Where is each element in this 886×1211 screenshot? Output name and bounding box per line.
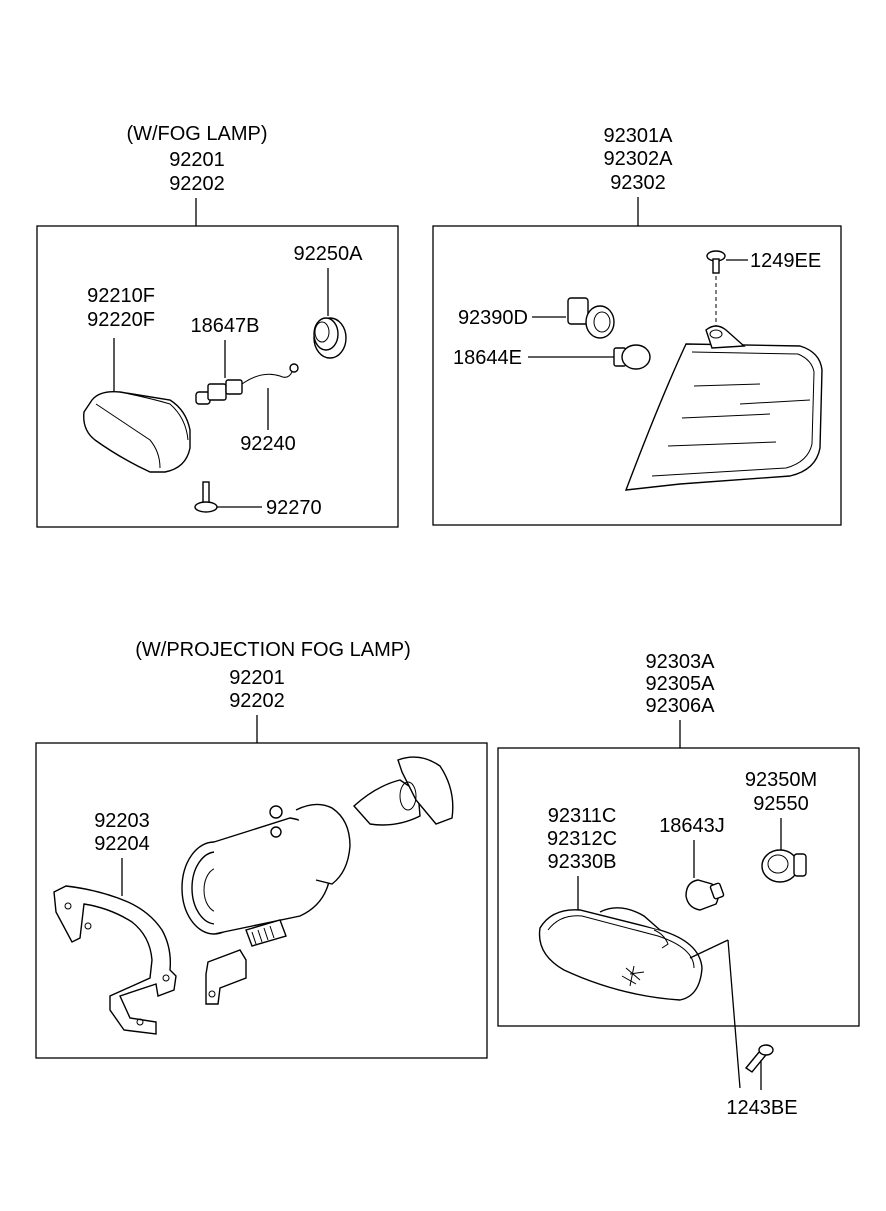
lens-label-2: 92312C (547, 828, 617, 850)
combination-screw-drawing (706, 250, 726, 274)
side-repeater-assembly-label-1: 92303A (646, 651, 716, 673)
side-lens-drawing (538, 907, 703, 1001)
fog-lamp-box (36, 225, 399, 528)
side-bulb-label: 18643J (659, 815, 725, 837)
side-bulb-drawing (685, 879, 725, 911)
combination-lamp-section: 92301A 92302A 92302 1249EE 92390D 18644E (432, 125, 842, 526)
lens-label-3: 92330B (548, 851, 617, 873)
projection-lamp-drawing (181, 756, 454, 1005)
socket-drawing (313, 317, 347, 359)
combination-lamp-assembly-label-2: 92302A (604, 148, 674, 170)
side-repeater-section: 92303A 92305A 92306A 92350M 92550 92311C… (497, 651, 860, 1119)
bulb-label: 18647B (191, 315, 260, 337)
projection-fog-lamp-assembly-label-1: 92201 (229, 667, 285, 689)
bracket-label-1: 92203 (94, 810, 150, 832)
bulb-drawing (195, 363, 299, 405)
fog-lamp-part-label-2: 92220F (87, 309, 155, 331)
side-socket-label-2: 92550 (753, 793, 809, 815)
projection-fog-lamp-section: (W/PROJECTION FOG LAMP) 92201 92202 9220… (35, 639, 488, 1059)
combination-lamp-assembly-label-1: 92301A (604, 125, 674, 147)
fog-lamp-part-label-1: 92210F (87, 285, 155, 307)
side-screw-leader-a (689, 939, 729, 959)
bracket-label-2: 92204 (94, 833, 150, 855)
fog-lamp-assembly-label-1: 92201 (169, 149, 225, 171)
side-socket-drawing (761, 849, 807, 883)
projection-fog-lamp-heading: (W/PROJECTION FOG LAMP) (135, 639, 411, 661)
side-screw-drawing (744, 1044, 774, 1073)
side-screw-label: 1243BE (726, 1097, 797, 1119)
side-repeater-box (497, 747, 860, 1027)
fog-lamp-assembly-label-2: 92202 (169, 173, 225, 195)
bracket-drawing (53, 885, 177, 1035)
screw-drawing (194, 481, 218, 513)
side-screw-leader-b (727, 939, 741, 1089)
lens-label-1: 92311C (548, 805, 617, 827)
combination-bulb-label: 18644E (453, 347, 522, 369)
side-repeater-assembly-label-3: 92306A (646, 695, 716, 717)
side-socket-label-1: 92350M (745, 769, 817, 791)
combination-bulb-drawing (613, 344, 651, 370)
combination-screw-label: 1249EE (750, 250, 821, 272)
side-repeater-assembly-label-2: 92305A (646, 673, 716, 695)
projection-fog-lamp-assembly-label-2: 92202 (229, 690, 285, 712)
socket-label: 92250A (294, 243, 364, 265)
fog-lamp-heading: (W/FOG LAMP) (126, 123, 267, 145)
fog-lamp-section: (W/FOG LAMP) 92201 92202 92210F 92220F 1… (36, 123, 399, 528)
combination-lamp-assembly-label-3: 92302 (610, 172, 666, 194)
combination-lamp-box (432, 225, 842, 526)
fog-lamp-drawing (83, 390, 191, 473)
combination-lamp-drawing (624, 325, 823, 491)
screw-label: 92270 (266, 497, 322, 519)
combination-socket-label: 92390D (458, 307, 528, 329)
projection-fog-lamp-box (35, 742, 488, 1059)
combination-socket-drawing (567, 297, 615, 339)
wire-label: 92240 (240, 433, 296, 455)
